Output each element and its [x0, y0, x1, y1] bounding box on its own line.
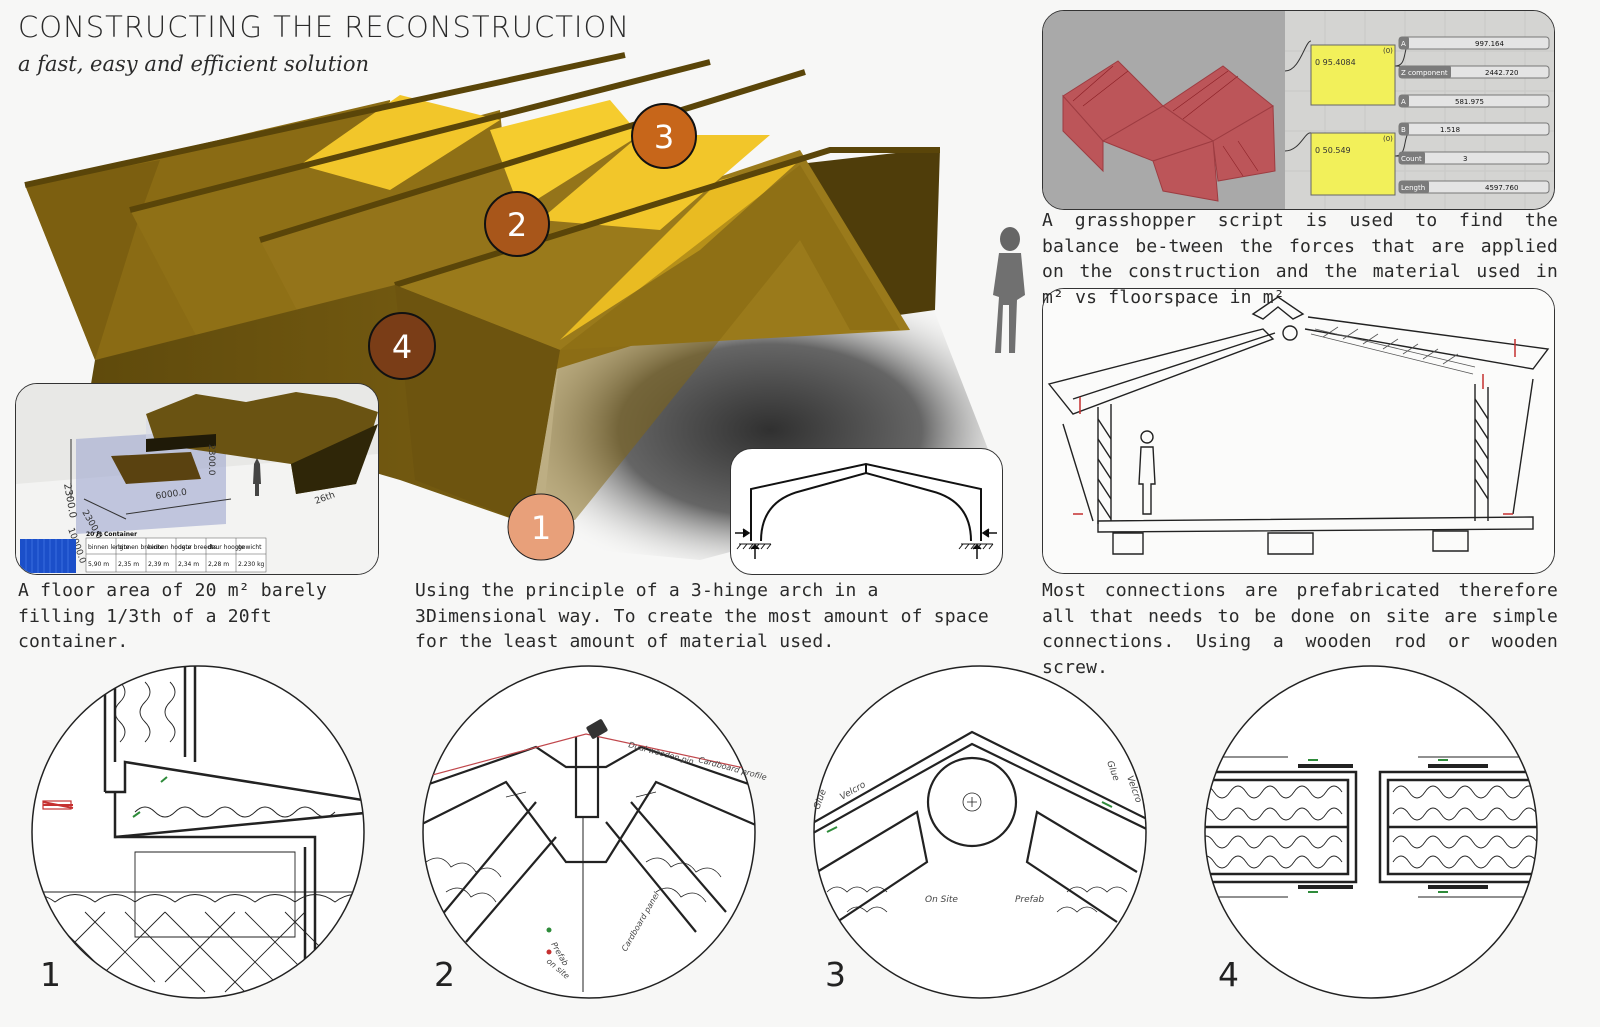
front-wall-dark	[395, 285, 560, 525]
page-subtitle: a fast, easy and efficient solution	[18, 52, 370, 76]
svg-text:Prefab: Prefab	[1015, 895, 1044, 905]
roof-lit-3	[540, 135, 770, 230]
detail-circle-2: Dual wooden pin Cardboard profile Prefab…	[422, 665, 768, 999]
svg-text:2,28 m: 2,28 m	[208, 561, 229, 568]
svg-text:0 50.549: 0 50.549	[1315, 146, 1351, 155]
slider-z-component[interactable]: Z component 2442.720	[1398, 65, 1550, 79]
floor-patch	[111, 452, 201, 484]
svg-text:2,39 m: 2,39 m	[148, 561, 169, 568]
page-title: CONSTRUCTING THE RECONSTRUCTION	[18, 10, 631, 44]
svg-text:4597.760: 4597.760	[1485, 184, 1518, 192]
roof-bay-1b	[25, 160, 160, 360]
svg-text:Count: Count	[1401, 155, 1422, 163]
caption-container: A floor area of 20 m² barely filling 1/3…	[18, 580, 328, 652]
svg-text:3: 3	[1463, 155, 1467, 163]
svg-text:4: 4	[392, 328, 412, 366]
svg-text:B: B	[1401, 126, 1406, 134]
roof-lit-2	[490, 100, 640, 210]
rhino-viewport	[1043, 11, 1285, 209]
container-render: 2300.0 2300.0 10000.0 6000.0 2300.0 26th…	[16, 384, 378, 574]
svg-text:Z component: Z component	[1401, 69, 1448, 77]
three-hinge-arch-diagram	[735, 462, 997, 559]
marker-1: 1	[507, 493, 575, 561]
svg-text:6000.0: 6000.0	[155, 488, 188, 502]
svg-text:2300.0: 2300.0	[206, 444, 216, 476]
marker-4: 4	[368, 312, 436, 380]
arch-diagram-panel	[730, 448, 1003, 575]
marker-3: 3	[631, 103, 697, 169]
svg-text:3: 3	[654, 118, 674, 156]
red-mesh-model	[1062, 60, 1276, 202]
svg-text:binnen breedte: binnen breedte	[118, 544, 164, 551]
detail-number-4: 4	[1218, 955, 1239, 994]
section-sketch	[1043, 289, 1554, 573]
svg-text:(0): (0)	[1383, 135, 1393, 143]
number-sliders[interactable]: A 997.164 Z component 2442.720 A 581.975…	[1398, 36, 1550, 194]
svg-text:2,34 m: 2,34 m	[178, 561, 199, 568]
svg-text:5,90 m: 5,90 m	[88, 561, 109, 568]
slider-a-2[interactable]: A 581.975	[1398, 94, 1550, 108]
detail-circle-3: Glue Velcro Glue Velcro On Site Prefab	[812, 665, 1147, 999]
marker-2: 2	[484, 191, 550, 257]
detail-circle-1	[31, 665, 365, 999]
svg-text:2442.720: 2442.720	[1485, 69, 1518, 77]
svg-text:2,35 m: 2,35 m	[118, 561, 139, 568]
person-silhouette	[993, 227, 1025, 353]
section-sketch-panel	[1042, 288, 1555, 574]
container-panel: 2300.0 2300.0 10000.0 6000.0 2300.0 26th…	[15, 383, 379, 575]
svg-text:0 95.4084: 0 95.4084	[1315, 58, 1356, 67]
detail-number-3: 3	[825, 955, 846, 994]
svg-text:A: A	[1401, 40, 1406, 48]
svg-text:gewicht: gewicht	[238, 544, 262, 551]
roof-lit-4	[560, 160, 800, 340]
svg-text:581.975: 581.975	[1455, 98, 1484, 106]
svg-text:deur hoogte: deur hoogte	[208, 544, 245, 551]
svg-text:A: A	[1401, 98, 1406, 106]
grasshopper-canvas: (0) 0 95.4084 (0) 0 50.549 A 997.164 Z c…	[1285, 11, 1554, 209]
grasshopper-panel: (0) 0 95.4084 (0) 0 50.549 A 997.164 Z c…	[1042, 10, 1555, 210]
svg-text:Length: Length	[1401, 184, 1425, 192]
svg-text:1: 1	[531, 509, 551, 547]
svg-text:997.164: 997.164	[1475, 40, 1504, 48]
caption-arch: Using the principle of a 3-hinge arch in…	[415, 580, 989, 652]
slider-b[interactable]: B 1.518	[1398, 122, 1550, 136]
slider-count[interactable]: Count 3	[1398, 151, 1550, 165]
slider-a-1[interactable]: A 997.164	[1398, 36, 1550, 50]
caption-grasshopper: A grasshopper script is used to find the…	[1042, 210, 1558, 308]
detail-circle-4	[1204, 665, 1538, 999]
container-icon	[20, 539, 76, 573]
caption-connections: Most connections are prefabricated there…	[1042, 580, 1558, 678]
svg-text:On Site: On Site	[925, 895, 958, 905]
svg-text:binnen lengte: binnen lengte	[88, 544, 130, 551]
svg-text:2.230 kg: 2.230 kg	[238, 561, 265, 568]
detail-number-1: 1	[40, 955, 61, 994]
slider-length[interactable]: Length 4597.760	[1398, 180, 1550, 194]
side-wall	[530, 165, 900, 525]
detail-number-2: 2	[434, 955, 455, 994]
panel-node-2[interactable]: (0) 0 50.549	[1310, 132, 1396, 196]
panel-node-1[interactable]: (0) 0 95.4084	[1310, 44, 1396, 106]
container-table: 20 ft Container binnen lengte binnen bre…	[85, 531, 267, 573]
svg-text:binnen hoogte: binnen hoogte	[148, 544, 192, 551]
svg-text:20 ft Container: 20 ft Container	[86, 531, 137, 538]
svg-text:(0): (0)	[1383, 47, 1393, 55]
svg-text:2: 2	[507, 206, 527, 244]
svg-text:deur breedte: deur breedte	[178, 544, 217, 551]
svg-text:1.518: 1.518	[1440, 126, 1460, 134]
